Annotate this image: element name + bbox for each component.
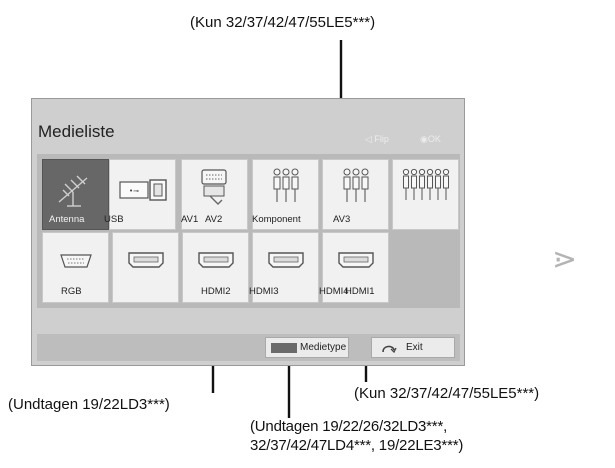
input-grid: Antenna •⊸ USB AV1 AV2 <box>37 154 460 308</box>
exit-button[interactable]: Exit <box>371 337 455 358</box>
input-tile-hdmi-extra[interactable] <box>112 232 179 303</box>
panel-title: Medieliste <box>38 122 115 141</box>
color-key-icon <box>271 343 297 353</box>
tile-label-hdmi1: HDMI1 <box>345 286 375 297</box>
tile-label-hdmi3: HDMI3 <box>249 286 279 297</box>
input-tile-av-rca-6[interactable] <box>392 159 459 230</box>
tile-label-rgb: RGB <box>61 286 82 297</box>
input-tile-av1-av2[interactable]: AV1 AV2 <box>181 159 248 230</box>
vga-connector-icon <box>60 254 92 268</box>
hdmi-icon <box>338 252 374 268</box>
tile-label-antenna: Antenna <box>49 214 85 225</box>
ok-hint: ◉OK <box>420 134 441 144</box>
tile-label-av2: AV2 <box>205 214 223 225</box>
annotation-right: (Kun 32/37/42/47/55LE5***) <box>354 385 540 402</box>
input-tile-hdmi2[interactable]: HDMI2 <box>182 232 249 303</box>
media-list-panel: Medieliste ◁ Flip ◉OK Antenna • <box>31 98 465 366</box>
input-tile-rgb[interactable]: RGB <box>42 232 109 303</box>
annotation-bottom-line1: (Undtagen 19/22/26/32LD3***, <box>250 418 448 435</box>
hdmi-icon <box>198 252 234 268</box>
input-tile-hdmi3[interactable]: HDMI3 <box>249 232 319 303</box>
annotation-bottom-line2: 32/37/42/47LD4***, 19/22LE3***) <box>250 437 464 454</box>
hdmi-icon <box>128 252 164 268</box>
medietype-label: Medietype <box>300 342 347 353</box>
tile-label-av1: AV1 <box>181 214 199 225</box>
tile-label-av3: AV3 <box>333 214 351 225</box>
usb-icon: •⊸ <box>119 179 167 201</box>
input-tile-usb[interactable]: •⊸ USB <box>104 159 176 230</box>
medietype-button[interactable]: Medietype <box>265 337 349 358</box>
input-tile-komponent[interactable]: Komponent <box>252 159 319 230</box>
scart-connector-icon <box>201 169 227 205</box>
input-tile-antenna[interactable]: Antenna <box>42 159 109 230</box>
antenna-icon <box>58 175 88 207</box>
input-tile-av3[interactable]: AV3 <box>322 159 389 230</box>
tile-label-usb: USB <box>104 214 124 225</box>
multi-rca-icon <box>402 168 450 200</box>
flip-hint: ◁ Flip <box>365 134 389 144</box>
hdmi-icon <box>268 252 304 268</box>
annotation-top: (Kun 32/37/42/47/55LE5***) <box>190 14 376 31</box>
exit-label: Exit <box>406 342 423 353</box>
component-rca-icon <box>273 168 299 202</box>
annotation-left: (Undtagen 19/22LD3***) <box>8 396 170 413</box>
tile-label-hdmi2: HDMI2 <box>201 286 231 297</box>
svg-text:•⊸: •⊸ <box>129 187 139 195</box>
tile-label-komponent: Komponent <box>252 214 301 225</box>
back-arrow-icon <box>382 345 397 354</box>
av-rca-icon <box>343 168 369 202</box>
panel-footer: Medietype Exit <box>37 334 460 361</box>
tile-label-hdmi4: HDMI4 <box>319 286 349 297</box>
input-tile-hdmi1[interactable]: HDMI4 HDMI1 <box>319 232 389 303</box>
next-chevron-icon: ⋗ <box>552 243 578 276</box>
